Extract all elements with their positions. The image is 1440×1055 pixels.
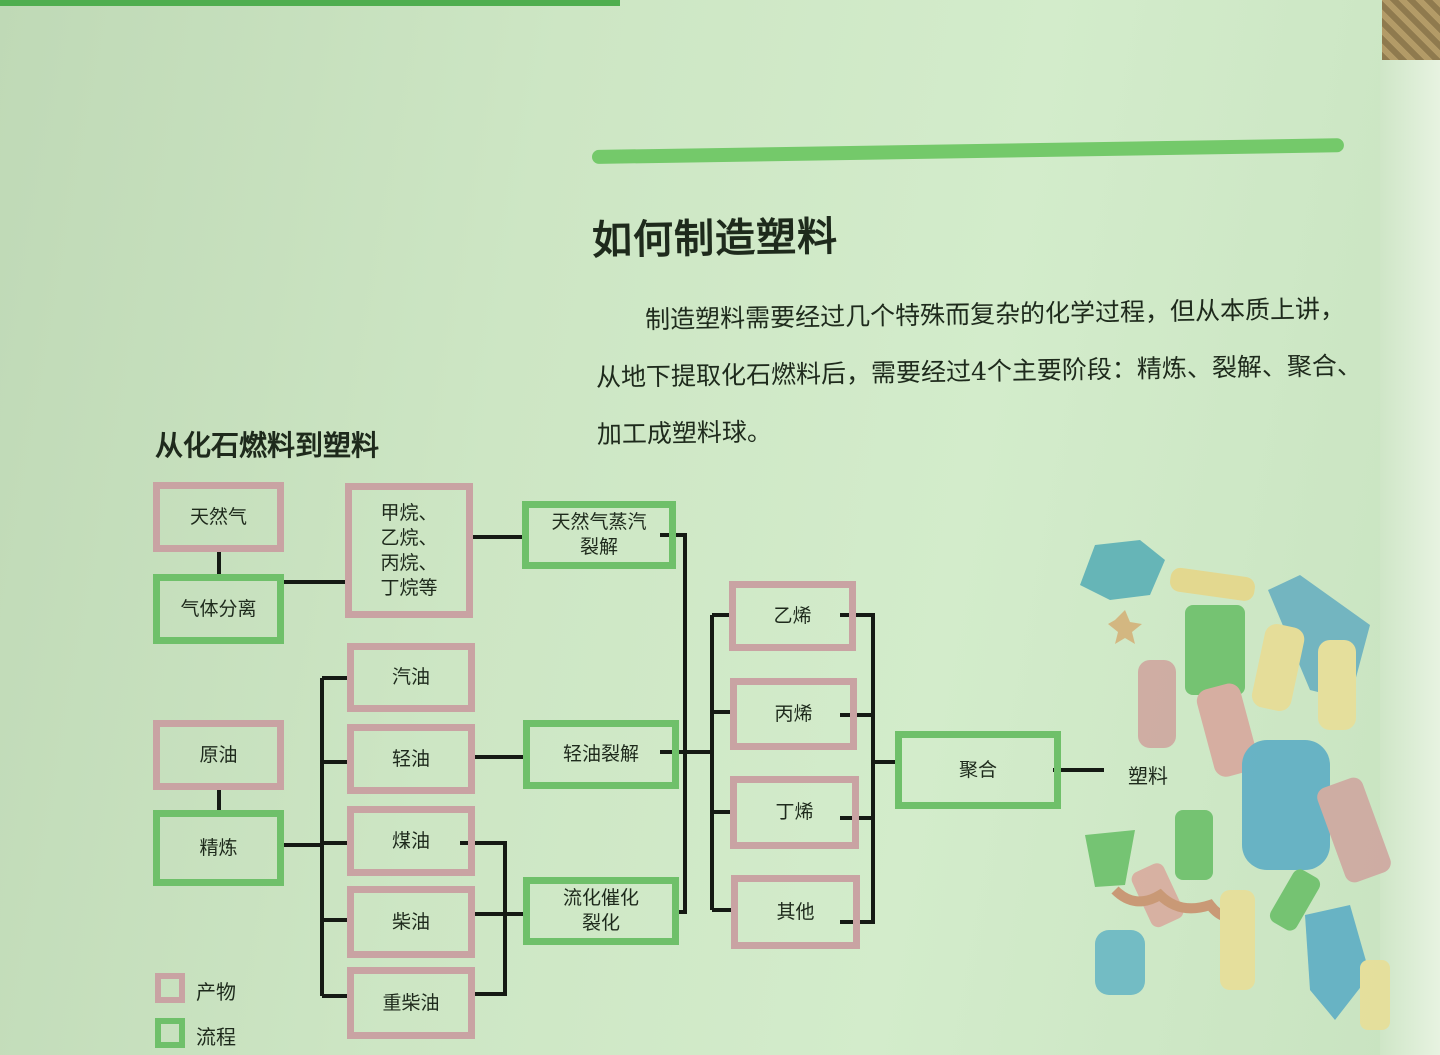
node-fcc: 流化催化 裂化 [523,877,679,945]
background-corner [1382,0,1440,60]
node-gasoline: 汽油 [347,643,475,712]
node-refining: 精炼 [153,810,284,886]
node-plastic: 塑料 [1128,764,1168,788]
legend-process-label: 流程 [196,1025,236,1049]
node-propylene: 丙烯 [730,678,857,750]
node-diesel: 柴油 [347,886,475,958]
node-steam-cracking: 天然气蒸汽 裂解 [522,501,676,569]
node-gas-separation: 气体分离 [153,574,284,644]
legend-product-swatch [155,973,185,1003]
node-light-oil: 轻油 [347,724,475,794]
node-ethylene: 乙烯 [729,581,856,651]
node-natural-gas: 天然气 [153,482,284,552]
node-heavy-diesel: 重柴油 [347,967,475,1039]
legend-product-label: 产物 [196,980,236,1004]
legend-process-swatch [155,1018,185,1048]
node-crude-oil: 原油 [153,720,284,790]
node-polymerization: 聚合 [895,731,1061,809]
node-other: 其他 [731,875,860,949]
node-kerosene: 煤油 [347,806,475,876]
figure-title: 从化石燃料到塑料 [155,429,380,462]
node-light-oil-cracking: 轻油裂解 [523,720,679,789]
page-edge [1380,60,1440,1055]
node-butylene: 丁烯 [730,776,859,849]
page-top-bar [0,0,620,6]
node-alkanes: 甲烷、 乙烷、 丙烷、 丁烷等 [345,483,473,618]
